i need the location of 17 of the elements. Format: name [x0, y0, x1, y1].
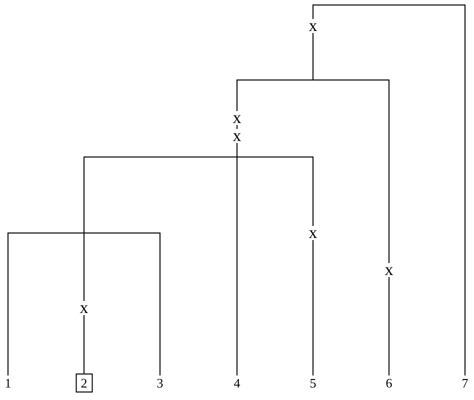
leaf-label: 3 [156, 376, 164, 390]
mutation-mark: x [308, 19, 318, 33]
leaf-label: 1 [4, 376, 12, 390]
leaf-label: 6 [386, 376, 392, 390]
leaf-label: 4 [234, 376, 240, 390]
tree-branch-line [236, 80, 390, 376]
mutation-mark: x [232, 129, 242, 143]
mutation-mark: x [232, 111, 242, 125]
tree-branch-line [84, 156, 314, 376]
leaf-label: 7 [462, 376, 468, 390]
mutation-mark: x [78, 301, 90, 315]
leaf-label: 5 [310, 376, 316, 390]
boxed-leaf-label: 2 [76, 374, 92, 392]
tree-branch-line [8, 232, 160, 376]
tree-branch-line [312, 4, 466, 376]
mutation-mark: x [384, 263, 394, 277]
mutation-mark: x [308, 226, 318, 240]
